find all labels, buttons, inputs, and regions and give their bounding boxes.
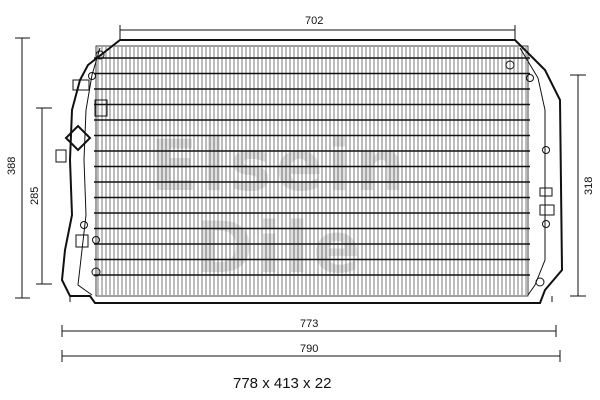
condenser-body bbox=[55, 39, 564, 304]
dim-left-inner-label: 285 bbox=[29, 187, 41, 205]
bolt-left-low-2 bbox=[92, 236, 100, 244]
fitting-right-lower-2 bbox=[539, 187, 553, 197]
dimension-lines: 702 388 285 318 773 790 bbox=[6, 15, 595, 362]
bolt-top-left-2 bbox=[88, 72, 96, 80]
fitting-left-bracket bbox=[75, 234, 89, 248]
bolt-bottom-left bbox=[91, 267, 101, 277]
bolt-bottom-right bbox=[535, 277, 545, 287]
core-area bbox=[95, 45, 529, 297]
bolt-right-mid bbox=[542, 146, 550, 154]
bolt-left-low bbox=[80, 221, 88, 229]
bolt-right-low bbox=[542, 220, 550, 228]
condenser-outline bbox=[60, 39, 564, 304]
fitting-left-block bbox=[64, 124, 92, 152]
fitting-right-lower bbox=[539, 204, 555, 216]
bolt-top-right bbox=[505, 60, 515, 70]
left-side-frame bbox=[77, 47, 101, 296]
dim-left-outer-label: 388 bbox=[6, 157, 18, 175]
bolt-top-left bbox=[95, 50, 105, 60]
dim-top-label: 702 bbox=[305, 15, 323, 27]
bolt-top-right-2 bbox=[526, 74, 534, 82]
fitting-left-stub bbox=[55, 149, 67, 163]
watermark-line-2: Dile bbox=[195, 207, 365, 289]
mounting-bolts bbox=[80, 50, 550, 287]
fitting-top-left-pad bbox=[72, 79, 90, 91]
dim-bottom-outer-label: 790 bbox=[300, 343, 318, 355]
size-caption: 778 x 413 x 22 bbox=[233, 375, 331, 392]
dim-right-label: 318 bbox=[583, 177, 595, 195]
right-side-frame bbox=[519, 47, 546, 296]
fitting-top-left bbox=[94, 99, 108, 117]
pipe-fittings bbox=[55, 79, 555, 302]
tube-rows bbox=[94, 57, 530, 276]
dim-bottom-inner-label: 773 bbox=[300, 318, 318, 330]
